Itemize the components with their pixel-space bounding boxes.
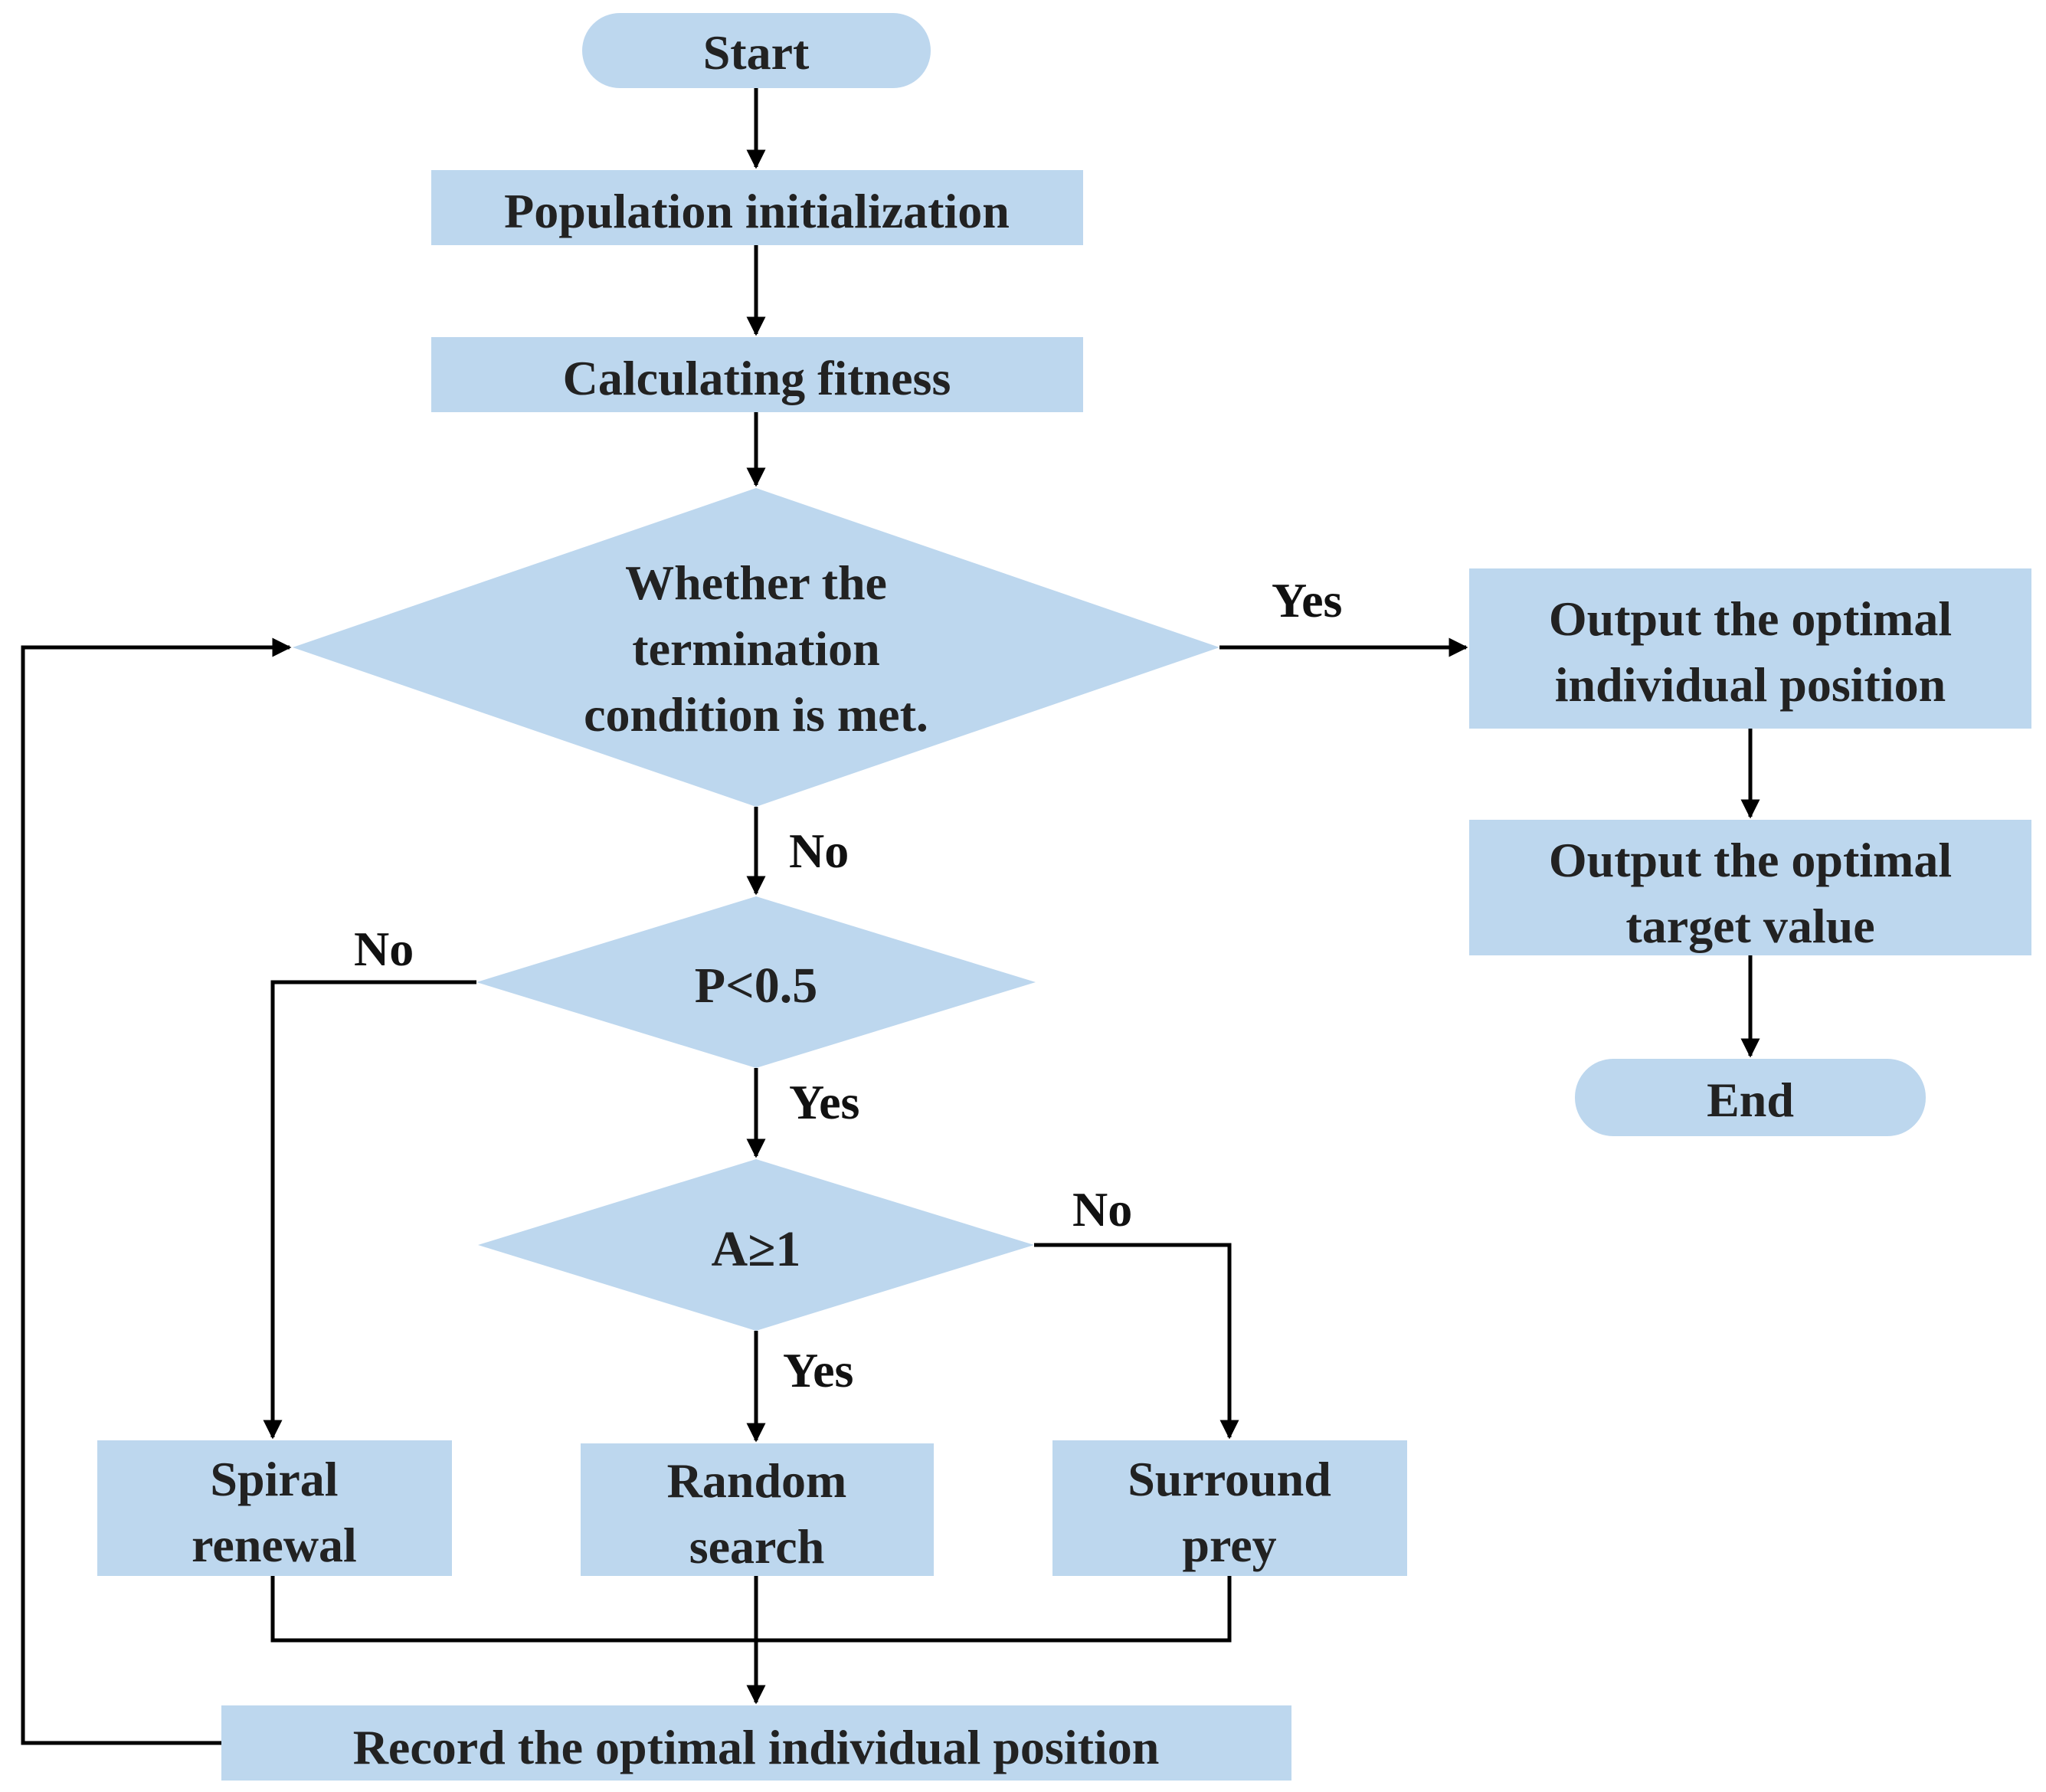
surround-prey-line-1: Surround bbox=[1128, 1452, 1331, 1506]
spiral-renewal-line-1: Spiral bbox=[210, 1452, 338, 1506]
output-optimal-value-line-1: Output the optimal bbox=[1549, 833, 1952, 887]
edge-label-p-no: No bbox=[354, 922, 414, 976]
spiral-renewal-box bbox=[97, 1440, 452, 1576]
p-check-label: P<0.5 bbox=[695, 958, 817, 1014]
termination-condition-decision bbox=[293, 488, 1219, 807]
output-optimal-position-box bbox=[1469, 568, 2031, 729]
edge-label-p-yes: Yes bbox=[789, 1075, 859, 1129]
record-optimal-position-box bbox=[221, 1705, 1291, 1781]
calculating-fitness-box bbox=[431, 337, 1083, 412]
edge-label-a-yes: Yes bbox=[783, 1343, 853, 1397]
termination-condition-line-1: Whether the bbox=[625, 555, 887, 610]
random-search-box bbox=[581, 1443, 934, 1576]
termination-condition-line-3: condition is met. bbox=[584, 687, 928, 742]
record-optimal-position-label: Record the optimal individual position bbox=[353, 1720, 1160, 1774]
arrow-p-check-no-to-spiral bbox=[263, 980, 476, 1440]
arrow-a-check-no-to-surround bbox=[1034, 1243, 1239, 1440]
output-optimal-value-line-2: target value bbox=[1625, 899, 1874, 953]
surround-prey-line-2: prey bbox=[1182, 1518, 1276, 1572]
a-check-decision bbox=[478, 1159, 1034, 1331]
p-check-decision bbox=[476, 896, 1036, 1068]
calculating-fitness-label: Calculating fitness bbox=[563, 351, 951, 405]
output-optimal-position-line-1: Output the optimal bbox=[1549, 591, 1952, 646]
edge-label-termination-yes: Yes bbox=[1272, 573, 1342, 627]
a-check-label: A≥1 bbox=[712, 1221, 801, 1277]
end-terminal bbox=[1575, 1059, 1926, 1136]
population-initialization-box bbox=[431, 170, 1083, 245]
random-search-line-2: search bbox=[689, 1519, 825, 1574]
edge-label-termination-no: No bbox=[789, 824, 849, 878]
end-label: End bbox=[1707, 1073, 1794, 1127]
random-search-line-1: Random bbox=[667, 1453, 847, 1508]
line-spiral-merge bbox=[270, 1576, 1232, 1643]
spiral-renewal-line-2: renewal bbox=[192, 1518, 357, 1572]
surround-prey-box bbox=[1052, 1440, 1407, 1576]
start-label: Start bbox=[703, 25, 810, 80]
start-terminal bbox=[582, 13, 931, 88]
output-optimal-position-line-2: individual position bbox=[1555, 657, 1946, 712]
arrow-record-loop-to-termination bbox=[21, 637, 292, 1745]
edge-label-a-no: No bbox=[1072, 1182, 1132, 1237]
population-initialization-label: Population initialization bbox=[504, 184, 1010, 238]
output-optimal-value-box bbox=[1469, 820, 2031, 955]
termination-condition-line-2: termination bbox=[632, 621, 880, 676]
